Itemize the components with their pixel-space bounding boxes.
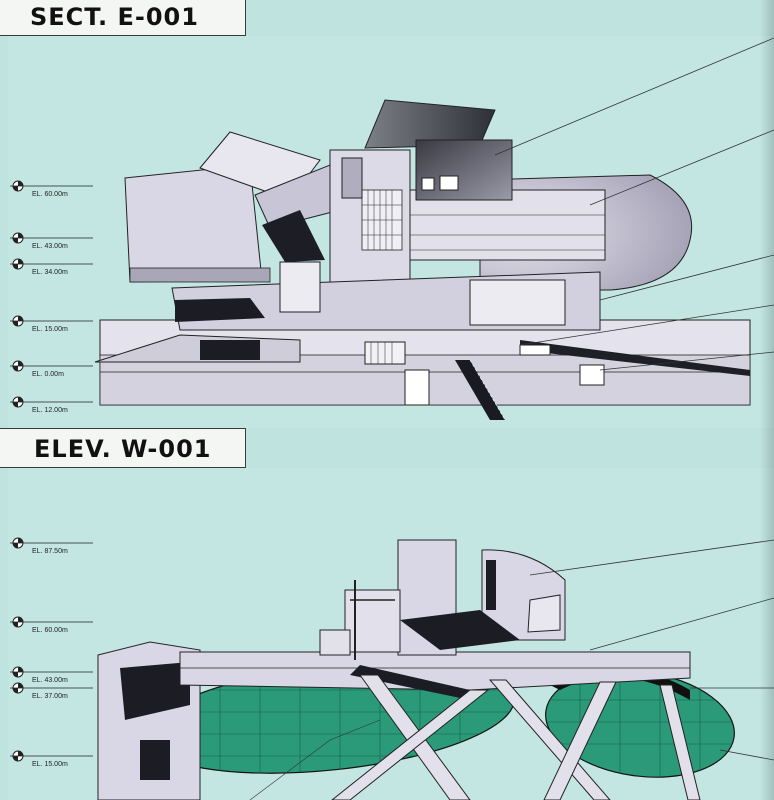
elevation-marker: EL. 0.00m — [10, 360, 93, 378]
elevation-building — [97, 539, 740, 800]
elevation-callout-lines — [529, 539, 774, 761]
section-title: SECT. E-001 — [0, 0, 246, 36]
elevation-marker: EL. 15.00m — [10, 315, 93, 333]
elevation-label: EL. 0.00m — [32, 371, 64, 378]
elevation-label: EL. 43.00m — [32, 677, 68, 684]
section-building — [94, 99, 751, 421]
elevation-label: EL. 34.00m — [32, 269, 68, 276]
elevation-label: EL. 15.00m — [32, 326, 68, 333]
elevation-label: EL. 37.00m — [32, 693, 68, 700]
elevation-marker: EL. 12.00m — [10, 396, 93, 414]
elevation-label: EL. 15.00m — [32, 761, 68, 768]
elevation-marker: EL. 43.00m — [10, 666, 93, 684]
elevation-marker: EL. 15.00m — [10, 750, 93, 768]
elevation-marker: EL. 43.00m — [10, 232, 93, 250]
elevation-marker: EL. 37.00m — [10, 682, 93, 700]
elevation-label: EL. 12.00m — [32, 407, 68, 414]
elevation-marker: EL. 34.00m — [10, 258, 93, 276]
section-callout-lines — [494, 37, 774, 371]
elevation-label: EL. 60.00m — [32, 627, 68, 634]
elevation-title: ELEV. W-001 — [0, 428, 246, 468]
elevation-marker: EL. 87.50m — [10, 537, 93, 555]
page-gutter-shadow — [760, 0, 774, 800]
section-elevation-markers: EL. 60.00m EL. 43.00m EL. 34.00m EL. 15.… — [10, 180, 93, 414]
elevation-marker: EL. 60.00m — [10, 616, 93, 634]
elevation-label: EL. 60.00m — [32, 191, 68, 198]
elevation-label: EL. 87.50m — [32, 548, 68, 555]
elevation-marker: EL. 60.00m — [10, 180, 93, 198]
elevation-elevation-markers: EL. 87.50m EL. 60.00m EL. 43.00m EL. 37.… — [10, 537, 93, 768]
elevation-label: EL. 43.00m — [32, 243, 68, 250]
